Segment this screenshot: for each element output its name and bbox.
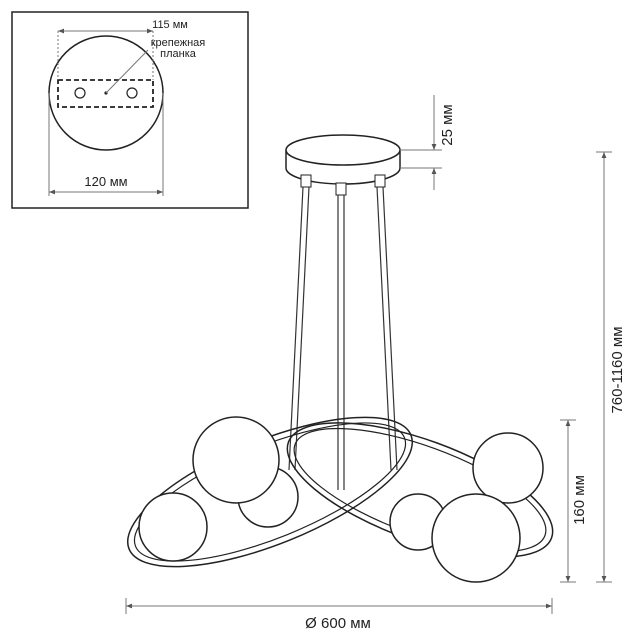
dimension-total-height: 760-1160 мм xyxy=(596,151,626,583)
dimension-body-height: 160 мм xyxy=(560,419,588,583)
mounting-hole-left xyxy=(74,87,86,99)
dimension-canopy-height: 25 мм xyxy=(400,95,456,190)
mounting-plate-outline xyxy=(57,79,154,108)
dimension-diameter: Ø 600 мм xyxy=(125,598,553,632)
suspension-rods xyxy=(288,186,398,490)
plate-width-label: 115 мм xyxy=(152,19,188,31)
shade-back-right xyxy=(472,432,544,504)
canopy-diameter-label: 120 мм xyxy=(84,174,127,189)
total-height-label: 760-1160 мм xyxy=(609,326,626,413)
plate-name-line1: крепежная xyxy=(151,37,206,49)
canopy xyxy=(285,134,401,196)
canopy-height-label: 25 мм xyxy=(439,104,456,145)
shade-front-right xyxy=(431,493,521,583)
glass-shades xyxy=(138,416,544,583)
mounting-plate-inset: 115 мм крепежная планка 120 мм xyxy=(11,11,249,209)
shade-left xyxy=(138,492,208,562)
plate-name-line2: планка xyxy=(160,48,197,60)
shade-front-left xyxy=(192,416,280,504)
mounting-hole-right xyxy=(126,87,138,99)
diameter-label: Ø 600 мм xyxy=(305,615,371,632)
body-height-label: 160 мм xyxy=(571,475,588,525)
